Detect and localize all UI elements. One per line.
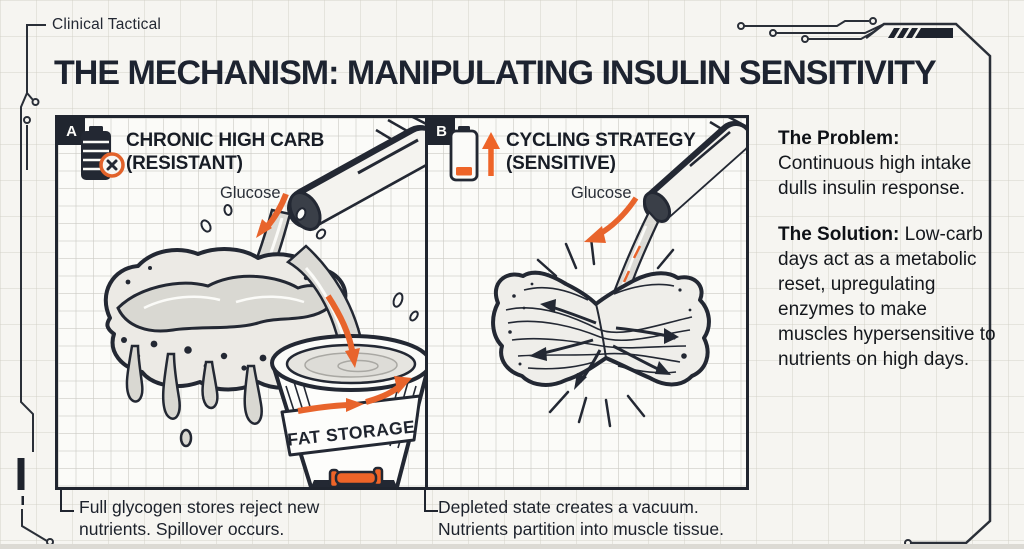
saturated-sponge-illustration: FAT STORAGE bbox=[103, 118, 425, 487]
panel-divider bbox=[425, 118, 428, 487]
hazard-badge bbox=[888, 28, 953, 38]
caption-connector-line bbox=[60, 489, 74, 512]
solution-title: The Solution: bbox=[778, 224, 900, 245]
panel-tag: A bbox=[58, 118, 85, 145]
solution-paragraph: The Solution: Low-carb days act as a met… bbox=[778, 222, 996, 372]
page-title: THE MECHANISM: MANIPULATING INSULIN SENS… bbox=[54, 54, 937, 92]
diagram-frame: FAT STORAGE bbox=[55, 115, 749, 490]
battery-full-blocked-icon bbox=[81, 126, 125, 180]
arrow-down-icon bbox=[256, 192, 289, 238]
left-trace-line bbox=[20, 24, 46, 452]
problem-paragraph: The Problem: Continuous high intake dulls… bbox=[778, 126, 996, 201]
wrung-sponge bbox=[491, 270, 711, 390]
caption-connector-line bbox=[424, 489, 438, 512]
problem-title: The Problem: bbox=[778, 128, 900, 149]
arrow-down-icon bbox=[584, 196, 639, 243]
panel-cycling-strategy: B CYCLING STRATEGY (SENSITIVE) Glucose bbox=[428, 118, 746, 487]
battery-low-up-icon bbox=[449, 126, 500, 182]
panel-heading: CHRONIC HIGH CARB (RESISTANT) bbox=[126, 130, 325, 174]
arrow-into-bucket-icon bbox=[325, 294, 360, 368]
sidebar-text: The Problem: Continuous high intake dulls… bbox=[778, 126, 996, 372]
panel-chronic-high-carb: FAT STORAGE bbox=[58, 118, 425, 487]
paper-edge bbox=[0, 544, 1024, 549]
glucose-label: Glucose bbox=[220, 184, 281, 202]
pipe-icon bbox=[287, 118, 425, 231]
solution-text: Low-carb days act as a metabolic reset, … bbox=[778, 224, 996, 370]
caption-panel-b: Depleted state creates a vacuum. Nutrien… bbox=[438, 497, 724, 539]
problem-text: Continuous high intake dulls insulin res… bbox=[778, 153, 972, 199]
panel-heading: CYCLING STRATEGY (SENSITIVE) bbox=[506, 130, 696, 174]
depleted-sponge-illustration bbox=[491, 118, 746, 428]
handle-clip bbox=[328, 466, 384, 487]
emphasis-lines bbox=[536, 236, 675, 428]
glucose-label: Glucose bbox=[571, 184, 632, 202]
fat-storage-bucket: FAT STORAGE bbox=[270, 334, 425, 487]
caption-panel-a: Full glycogen stores reject new nutrient… bbox=[79, 497, 320, 539]
splash-droplets bbox=[200, 204, 419, 322]
brand-label: Clinical Tactical bbox=[52, 16, 162, 33]
